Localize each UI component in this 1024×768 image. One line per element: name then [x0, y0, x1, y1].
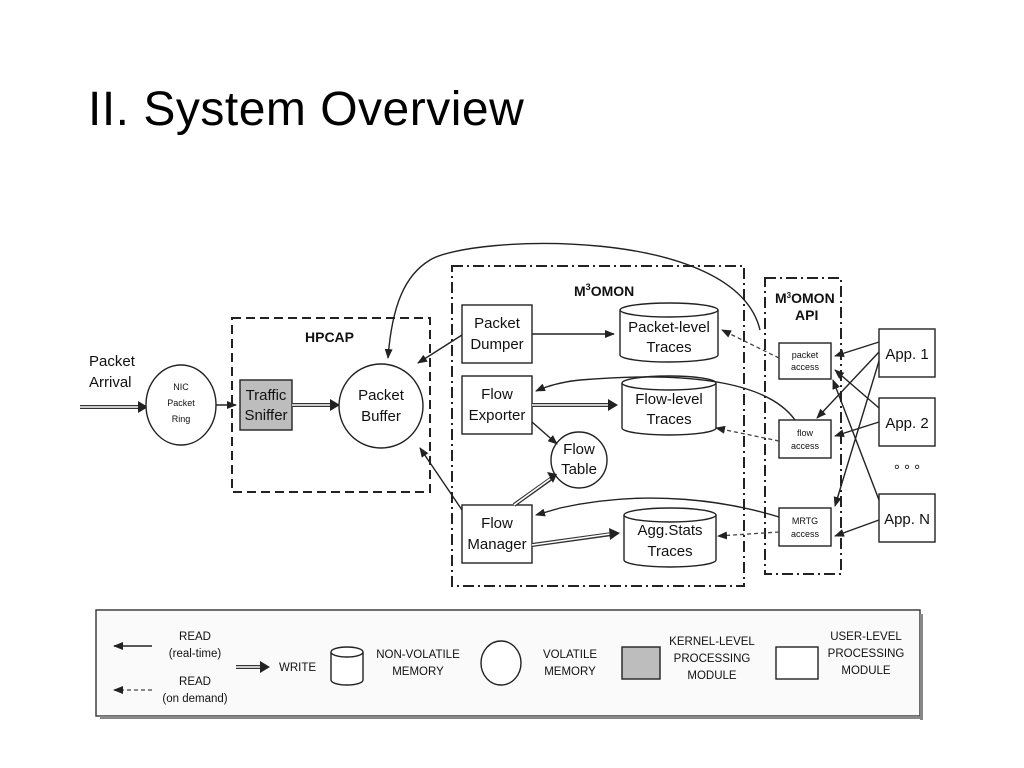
packet-dumper: [461, 304, 533, 364]
legend-volatile-1: VOLATILE: [543, 649, 597, 661]
m3omon-api-title: M3OMON: [775, 290, 835, 306]
legend-read-rt-1: READ: [179, 631, 211, 643]
slide-title: II. System Overview: [88, 83, 525, 136]
m3omon-api-frame: [764, 277, 842, 575]
app-2-label: App. 2: [885, 415, 928, 432]
flow-table-label-2: Table: [561, 461, 597, 478]
flow-level-traces: [621, 375, 717, 436]
legend-user-1: USER-LEVEL: [830, 631, 902, 643]
traffic-sniffer-label-1: Traffic: [246, 387, 287, 404]
hpcap-frame: [231, 317, 431, 493]
packet-traces-label-1: Packet-level: [628, 319, 710, 336]
packet-buffer: [338, 363, 424, 449]
packet-dumper-label-2: Dumper: [470, 336, 523, 353]
flow-exporter-label-2: Exporter: [469, 407, 526, 424]
legend-read-od-1: READ: [179, 676, 211, 688]
mrtg-access-label-1: MRTG: [792, 516, 818, 526]
flow-table: [550, 431, 608, 489]
traffic-sniffer-label-2: Sniffer: [244, 407, 287, 424]
flow-access-label-2: access: [791, 441, 820, 451]
apps-ellipsis: ° ° °: [894, 462, 920, 479]
flow-exporter: [461, 375, 533, 435]
mrtg-access-label-2: access: [791, 529, 820, 539]
legend-volatile-2: MEMORY: [544, 666, 596, 678]
agg-stats-traces: [623, 507, 717, 568]
legend-kernel-1: KERNEL-LEVEL: [669, 636, 755, 648]
flow-manager-label-1: Flow: [481, 515, 513, 532]
flow-table-label-1: Flow: [563, 441, 595, 458]
packet-access-label-1: packet: [792, 350, 819, 360]
legend-read-rt-2: (real-time): [169, 648, 222, 660]
packet-level-traces: [619, 302, 719, 363]
m3omon-api-title-line2: API: [795, 307, 818, 323]
legend-circle-icon: [480, 640, 522, 686]
app-n-label: App. N: [884, 511, 930, 528]
packet-arrival-label-1: Packet: [89, 353, 136, 370]
legend-user-icon: [775, 646, 819, 680]
legend-read-od-2: (on demand): [162, 693, 227, 705]
legend-nonvolatile-1: NON-VOLATILE: [376, 649, 460, 661]
flow-access-label-1: flow: [797, 428, 814, 438]
hpcap-title: HPCAP: [305, 329, 354, 345]
packet-access-label-2: access: [791, 362, 820, 372]
packet-access: [778, 342, 832, 380]
legend-write: WRITE: [279, 662, 316, 674]
legend-kernel-2: PROCESSING: [674, 653, 751, 665]
m3omon-frame: [451, 265, 745, 587]
flow-exporter-label-1: Flow: [481, 386, 513, 403]
nic-ring-label-2: Packet: [167, 398, 195, 408]
legend-kernel-3: MODULE: [687, 670, 737, 682]
app-n: [878, 493, 936, 543]
agg-traces-label-2: Traces: [647, 543, 692, 560]
agg-traces-label-1: Agg.Stats: [637, 522, 702, 539]
packet-dumper-label-1: Packet: [474, 315, 521, 332]
legend-nonvolatile-2: MEMORY: [392, 666, 444, 678]
flow-traces-label-1: Flow-level: [635, 391, 703, 408]
legend-user-3: MODULE: [841, 665, 891, 677]
packet-buffer-label-2: Buffer: [361, 408, 401, 425]
packet-arrival-label-2: Arrival: [89, 374, 132, 391]
mrtg-access: [778, 507, 832, 547]
app-1-label: App. 1: [885, 346, 928, 363]
flow-access: [778, 419, 832, 459]
flow-manager-label-2: Manager: [467, 536, 526, 553]
legend-user-2: PROCESSING: [828, 648, 905, 660]
m3omon-title: M3OMON: [574, 282, 634, 299]
packet-traces-label-2: Traces: [646, 339, 691, 356]
flow-manager: [461, 504, 533, 564]
packet-buffer-label-1: Packet: [358, 387, 405, 404]
traffic-sniffer: [239, 379, 293, 431]
app-1: [878, 328, 936, 378]
nic-ring-label-3: Ring: [172, 414, 191, 424]
nic-ring-label-1: NIC: [173, 382, 189, 392]
flow-traces-label-2: Traces: [646, 411, 691, 428]
legend-kernel-icon: [621, 646, 661, 680]
legend-cylinder-icon: [330, 646, 364, 686]
